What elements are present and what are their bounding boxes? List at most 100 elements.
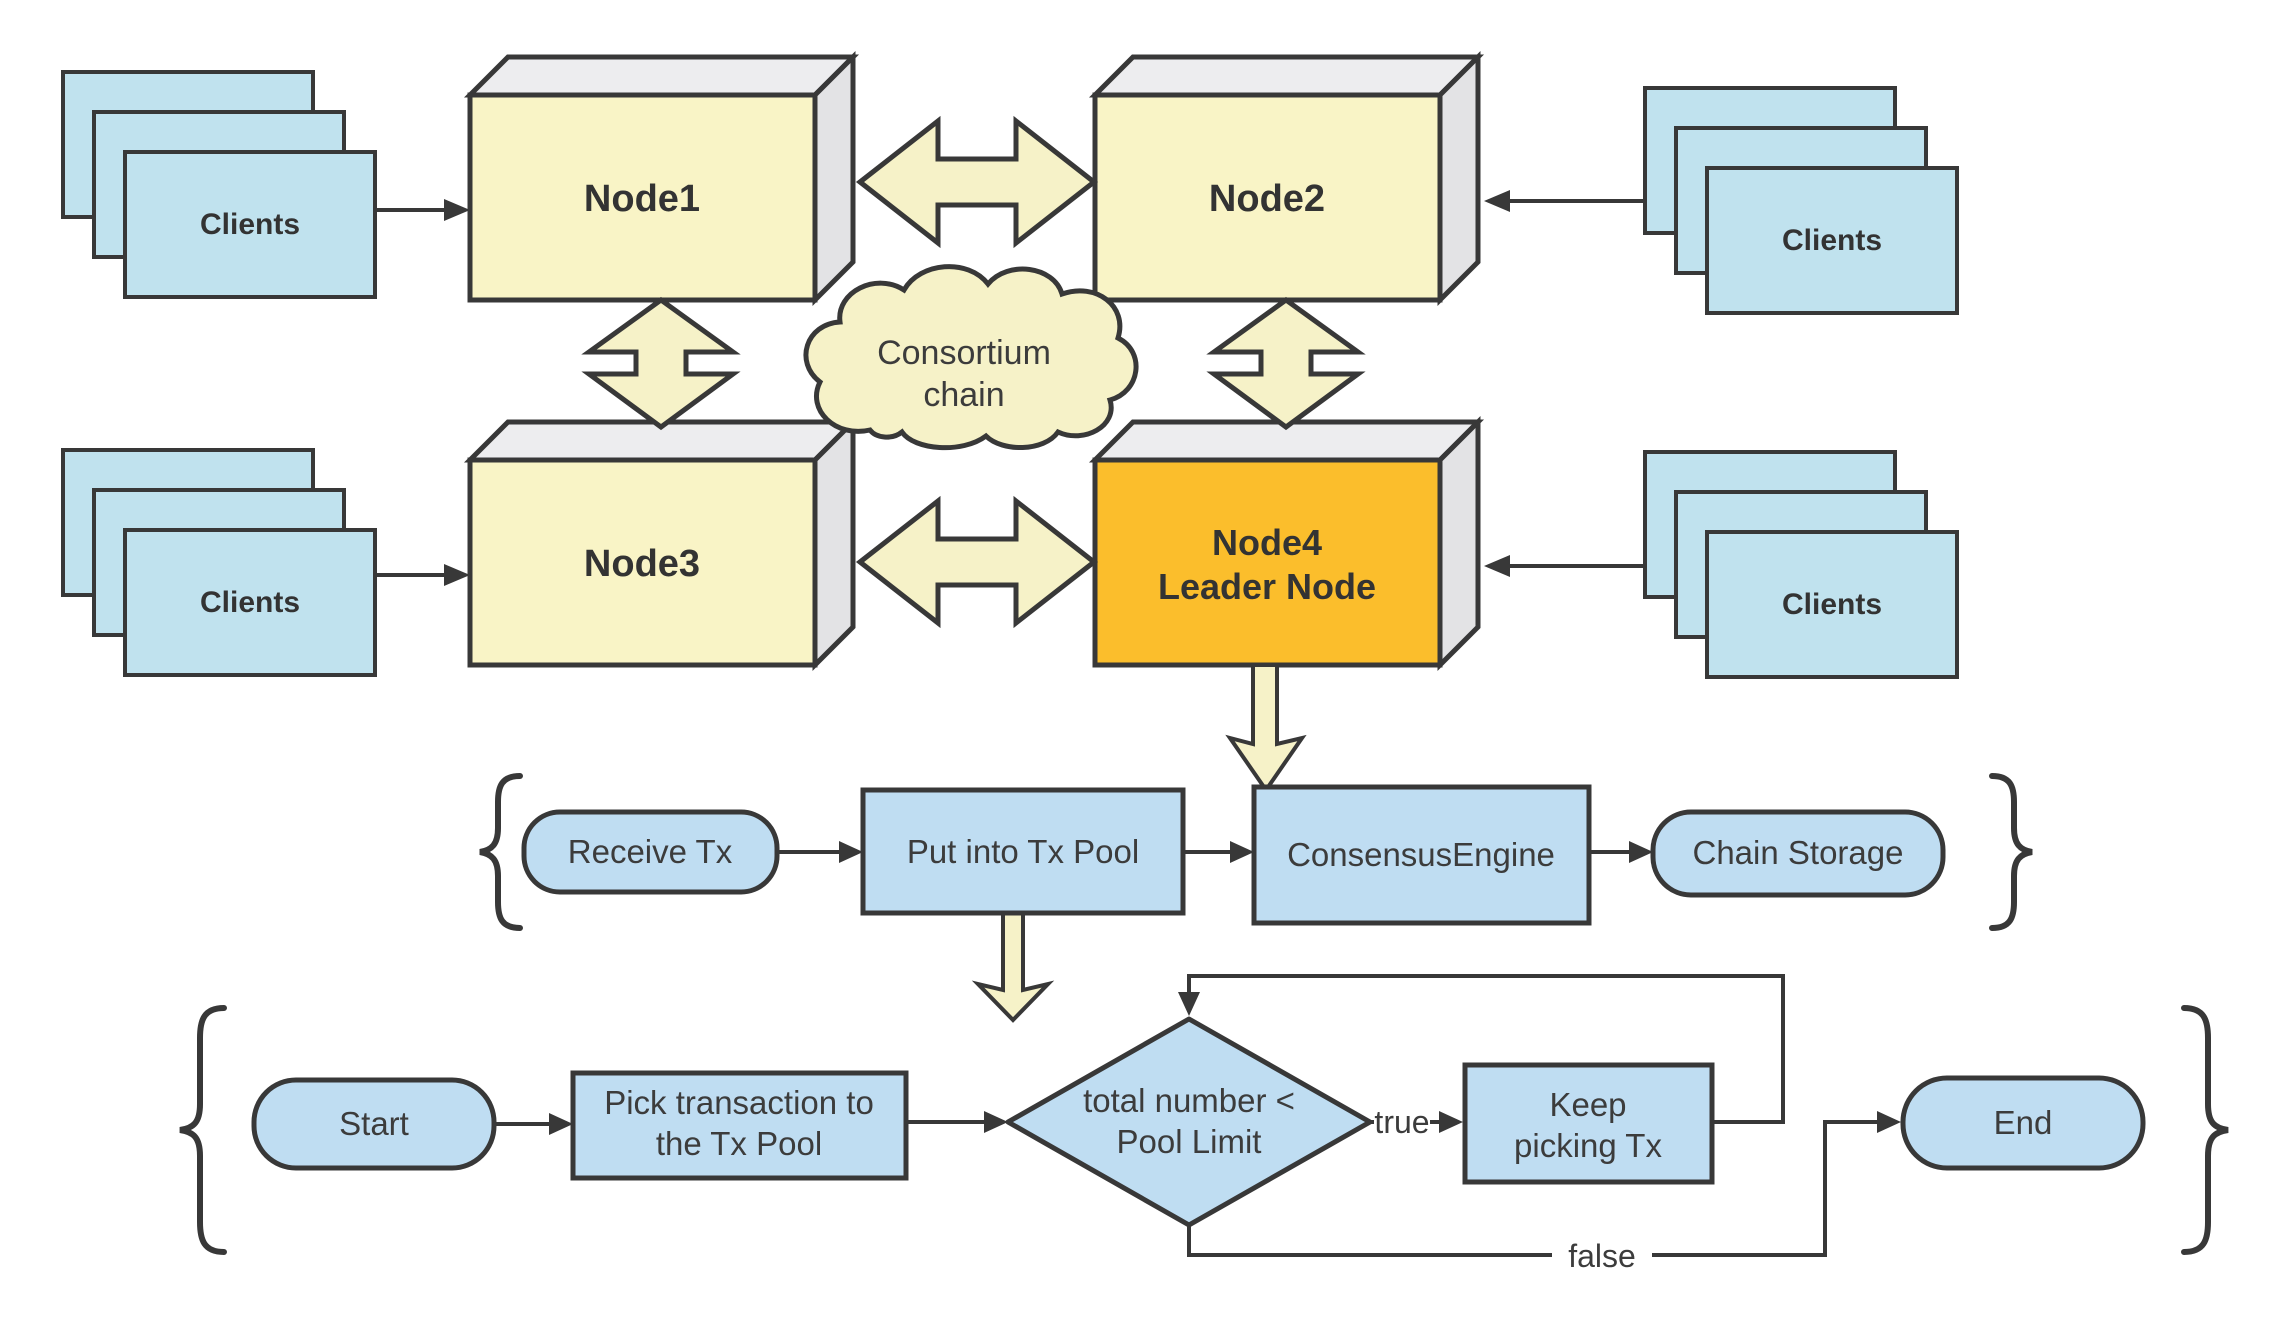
loop-back-line	[1178, 974, 1785, 1124]
arrow-pick-to-decision	[906, 1111, 1008, 1133]
flow-brace-close	[2181, 1005, 2229, 1255]
node1-label: Node1	[584, 178, 700, 220]
arrow-clients-to-node4	[1484, 555, 1645, 577]
true-label-bg	[1374, 1104, 1430, 1140]
arrowhead-right	[1230, 841, 1254, 863]
end-shape: End	[1900, 1075, 2146, 1171]
chain-storage-label: Chain Storage	[1693, 834, 1904, 871]
clients-stack-bottom-right: Clients	[1643, 450, 1959, 679]
arrowhead-down	[1178, 992, 1200, 1016]
node4-side-face	[1437, 415, 1481, 672]
keep-picking-label-line2: picking Tx	[1514, 1127, 1662, 1164]
cloud-shape	[803, 264, 1139, 451]
decision-label-line1: total number <	[1083, 1082, 1295, 1119]
pipeline-brace-close	[1989, 773, 2033, 931]
arrowhead-right	[1439, 1111, 1463, 1133]
node2-label: Node2	[1209, 178, 1325, 220]
flow-brace-open	[179, 1005, 227, 1255]
arrowhead-right	[444, 564, 470, 586]
client-card	[1705, 530, 1959, 679]
arrow-consensus-to-storage	[1589, 841, 1653, 863]
node4-leader-box: Node4 Leader Node	[1088, 415, 1485, 672]
arrowhead-right	[839, 841, 863, 863]
arrowhead-right	[444, 199, 470, 221]
node4-label: Node4	[1212, 522, 1322, 563]
arrowhead-right	[984, 1111, 1008, 1133]
arrowhead-right	[1629, 841, 1653, 863]
consensus-engine-label: ConsensusEngine	[1287, 836, 1555, 873]
arrow-clients-to-node2	[1484, 190, 1645, 212]
node4-front-face	[1092, 457, 1443, 668]
node3-front-face	[467, 457, 818, 668]
clients-label: Clients	[200, 208, 300, 241]
receive-tx-shape: Receive Tx	[521, 809, 780, 895]
false-label-bg	[1552, 1236, 1652, 1274]
keep-picking-shape: Keep picking Tx	[1462, 1062, 1715, 1185]
arrowhead-left	[1484, 555, 1510, 577]
arrow-start-to-pick	[494, 1113, 573, 1135]
arrow-clients-to-node3	[375, 564, 470, 586]
clients-label: Clients	[1782, 588, 1882, 621]
decision-diamond: total number < Pool Limit	[1005, 1016, 1373, 1228]
consensus-engine-box	[1251, 784, 1592, 926]
node3-label: Node3	[584, 543, 700, 585]
clients-stack-top-left: Clients	[61, 70, 377, 299]
node1-box: Node1	[463, 50, 860, 307]
pick-tx-box	[570, 1070, 909, 1181]
put-into-pool-shape: Put into Tx Pool	[860, 787, 1186, 916]
pipeline-brace-open	[479, 773, 523, 931]
double-arrow-node3-node4	[855, 495, 1099, 629]
true-branch: true	[1370, 1104, 1463, 1140]
clients-stack-bottom-left: Clients	[61, 448, 377, 677]
keep-picking-box	[1462, 1062, 1715, 1185]
decision-label-line2: Pool Limit	[1117, 1123, 1262, 1160]
node2-side-face	[1437, 50, 1481, 307]
client-card	[123, 150, 377, 299]
arrowhead-right	[1877, 1111, 1901, 1133]
arrowhead-left	[1484, 190, 1510, 212]
pick-tx-label-line1: Pick transaction to	[604, 1084, 874, 1121]
clients-label: Clients	[1782, 224, 1882, 257]
client-card	[123, 528, 377, 677]
arrow-receive-to-pool	[777, 841, 863, 863]
false-branch: false	[1187, 1111, 1901, 1274]
keep-picking-label-line1: Keep	[1549, 1086, 1626, 1123]
chain-storage-shape: Chain Storage	[1650, 809, 1946, 898]
end-label: End	[1994, 1104, 2053, 1141]
node3-side-face	[812, 415, 856, 672]
node1-front-face	[467, 92, 818, 303]
pick-tx-shape: Pick transaction to the Tx Pool	[570, 1070, 909, 1181]
node2-box: Node2	[1088, 50, 1485, 307]
node3-box: Node3	[463, 415, 860, 672]
node2-top-face	[1088, 54, 1485, 98]
node4-sublabel: Leader Node	[1158, 566, 1376, 607]
start-shape: Start	[251, 1077, 497, 1171]
clients-label: Clients	[200, 586, 300, 619]
consensus-engine-shape: ConsensusEngine	[1251, 784, 1592, 926]
block-arrow-pool-down	[971, 911, 1055, 1023]
consortium-cloud: Consortium chain	[803, 264, 1139, 451]
cloud-label-line2: chain	[923, 376, 1004, 414]
arrowhead-right	[549, 1113, 573, 1135]
client-card	[1705, 166, 1959, 315]
put-into-pool-label: Put into Tx Pool	[907, 833, 1139, 870]
receive-tx-label: Receive Tx	[568, 833, 733, 870]
double-arrow-node1-node2	[855, 115, 1099, 249]
double-arrow-node2-node4	[1206, 296, 1366, 431]
start-label: Start	[339, 1105, 409, 1142]
node1-top-face	[463, 54, 860, 98]
true-label: true	[1374, 1104, 1429, 1140]
cloud-label-line1: Consortium	[877, 334, 1051, 372]
end-box	[1900, 1075, 2146, 1171]
node1-side-face	[812, 50, 856, 307]
arrow-pool-to-consensus	[1183, 841, 1254, 863]
node2-front-face	[1092, 92, 1443, 303]
clients-stack-top-right: Clients	[1643, 86, 1959, 315]
pick-tx-label-line2: the Tx Pool	[656, 1125, 822, 1162]
chain-storage-box	[1650, 809, 1946, 898]
false-label: false	[1568, 1238, 1636, 1274]
decision-diamond-shape	[1005, 1016, 1373, 1228]
block-arrow-node4-to-consensus	[1225, 663, 1307, 794]
